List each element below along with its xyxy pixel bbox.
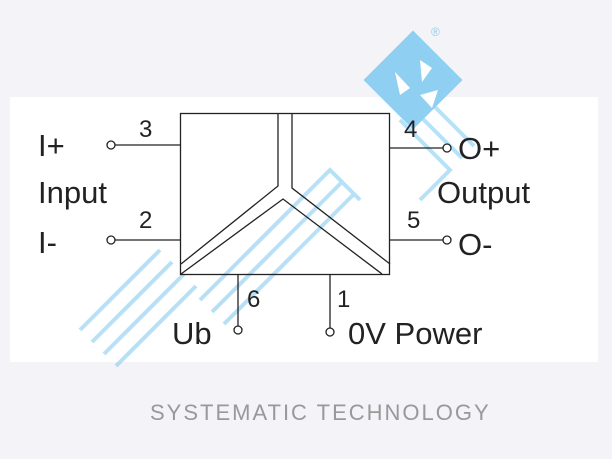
diagram-background <box>10 97 598 362</box>
watermark <box>78 94 476 368</box>
watermark-tagline: SYSTEMATIC TECHNOLOGY <box>150 400 491 425</box>
ub-label: Ub <box>172 316 212 351</box>
terminal-ub[interactable] <box>233 325 243 335</box>
isolator-block <box>179 112 391 276</box>
pin-2-number: 2 <box>139 207 152 234</box>
terminal-i-plus[interactable] <box>106 140 116 150</box>
watermark-registered: ® <box>431 25 440 39</box>
input-title: Input <box>38 175 107 210</box>
terminal-o-plus[interactable] <box>442 143 452 153</box>
zero-volt-power-label: 0V Power <box>348 316 482 351</box>
input-minus-label: I- <box>38 225 57 260</box>
output-title: Output <box>437 175 530 210</box>
terminal-o-minus[interactable] <box>442 235 452 245</box>
pin-5-number: 5 <box>407 207 420 234</box>
output-plus-label: O+ <box>458 131 500 166</box>
pin-3-number: 3 <box>139 116 152 143</box>
output-minus-label: O- <box>458 227 492 262</box>
terminal-0v[interactable] <box>325 327 335 337</box>
pin-4-number: 4 <box>404 116 417 143</box>
terminal-i-minus[interactable] <box>106 235 116 245</box>
watermark-logo-stripes <box>78 94 476 368</box>
pin-1-number: 1 <box>337 286 350 313</box>
input-plus-label: I+ <box>38 128 65 163</box>
pin-6-number: 6 <box>247 286 260 313</box>
